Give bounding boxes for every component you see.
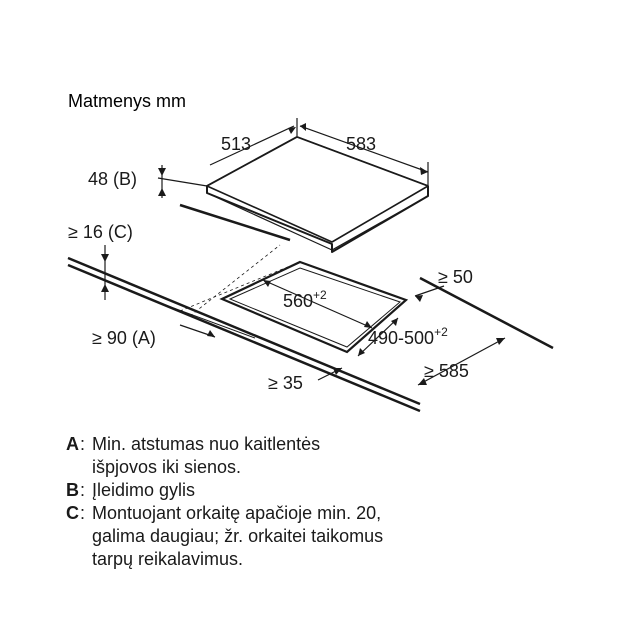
cutout-width-label: 560+2 (283, 288, 327, 311)
legend-item-a: A : Min. atstumas nuo kaitlentės išpjovo… (66, 434, 321, 477)
cutout-outline (219, 260, 409, 354)
arrowheads (101, 123, 505, 385)
dimension-diagram: Matmenys mm (67, 91, 554, 413)
worktop (67, 256, 554, 413)
projection-lines (179, 244, 301, 317)
depth-top-label: 513 (221, 134, 251, 154)
height-b-label: 48 (B) (88, 169, 137, 189)
cabinet-depth-label: ≥ 585 (424, 361, 469, 381)
diagram-title: Matmenys mm (68, 91, 186, 111)
legend: A : Min. atstumas nuo kaitlentės išpjovo… (66, 433, 586, 571)
side-clearance-label: ≥ 50 (438, 267, 473, 287)
width-top-label: 583 (346, 134, 376, 154)
worktop-back-edge (179, 203, 291, 242)
legend-item-b: B : Įleidimo gylis (66, 480, 196, 500)
cutout-depth-label: 490-500+2 (368, 325, 448, 348)
front-clearance-label: ≥ 35 (268, 373, 303, 393)
front-clearance-a-label: ≥ 90 (A) (92, 328, 156, 348)
legend-item-c: C : Montuojant orkaitę apačioje min. 20,… (66, 503, 384, 569)
hob-outline (206, 136, 429, 253)
gap-c-label: ≥ 16 (C) (68, 222, 133, 242)
